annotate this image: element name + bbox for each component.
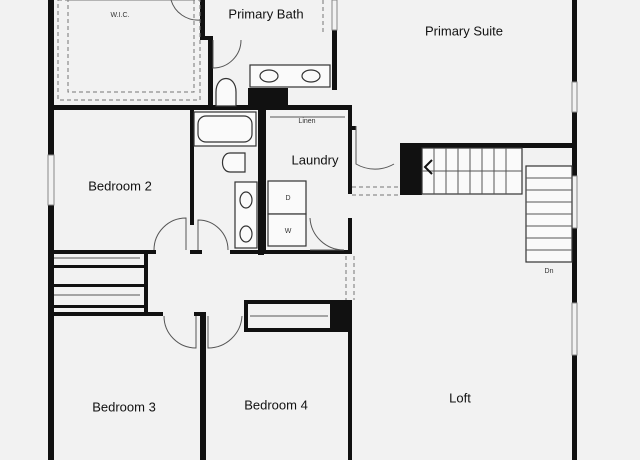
room-labels: W.I.C. Primary Bath Primary Suite Linen … — [88, 6, 553, 414]
washer-label: W — [285, 228, 292, 235]
walls — [48, 0, 577, 460]
wic-label: W.I.C. — [110, 12, 129, 19]
dryer-label: D — [285, 195, 290, 202]
washer-appliance — [267, 213, 307, 247]
primary-suite-label: Primary Suite — [425, 23, 503, 38]
fixtures — [193, 64, 331, 249]
windows — [47, 0, 578, 356]
bedroom-2-label: Bedroom 2 — [88, 178, 152, 193]
laundry-label: Laundry — [292, 152, 339, 167]
dryer-appliance — [267, 180, 307, 215]
linen-label: Linen — [298, 118, 315, 125]
dashed-lines — [54, 0, 400, 317]
staircase — [421, 147, 573, 263]
bedroom-4-label: Bedroom 4 — [244, 397, 308, 412]
doors — [153, 0, 395, 349]
primary-bath-label: Primary Bath — [228, 6, 303, 21]
loft-label: Loft — [449, 390, 471, 405]
bedroom-3-label: Bedroom 3 — [92, 399, 156, 414]
laundry-appliances — [267, 180, 307, 247]
stairs-down-label: Dn — [545, 268, 554, 275]
